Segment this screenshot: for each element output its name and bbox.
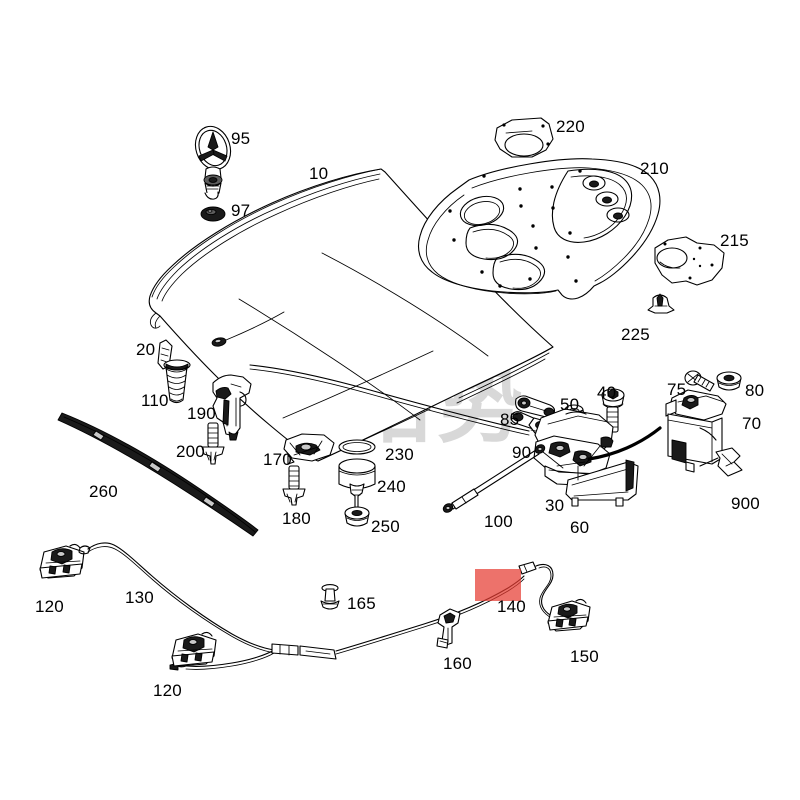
- callout-160: 160: [443, 654, 472, 673]
- callout-230: 230: [385, 445, 414, 464]
- callout-85: 85: [500, 410, 520, 429]
- part-165-retaining-pin: [320, 584, 340, 610]
- part-150-latch-front: [547, 598, 591, 632]
- callout-260: 260: [89, 482, 118, 501]
- callout-240: 240: [377, 477, 406, 496]
- part-70-release-actuator: [665, 389, 727, 473]
- part-120-latch-upper: [39, 543, 85, 579]
- latch-to-actuator-cable: [587, 426, 662, 461]
- part-95-star-emblem: [194, 125, 232, 200]
- callout-40: 40: [597, 383, 617, 402]
- callout-215: 215: [720, 231, 749, 250]
- callout-80: 80: [745, 381, 765, 400]
- callout-165: 165: [347, 594, 376, 613]
- part-230-rubber-ring: [338, 439, 376, 455]
- callout-90: 90: [512, 443, 532, 462]
- callout-97: 97: [231, 201, 251, 220]
- callout-50: 50: [560, 395, 580, 414]
- part-97-grommet: [200, 206, 226, 222]
- callout-190: 190: [187, 404, 216, 423]
- callout-100: 100: [484, 512, 513, 531]
- part-220-insulation-pad-upper: [494, 117, 554, 158]
- part-225-insulation-clip: [647, 293, 675, 314]
- part-250-lock-nut: [344, 506, 370, 527]
- callout-10: 10: [309, 164, 329, 183]
- part-200-expansion-rivet: [201, 422, 225, 465]
- part-210-insulation-mat: [417, 158, 661, 300]
- part-190-hinge-bracket: [212, 374, 252, 441]
- highlight-marker-140: [475, 569, 521, 601]
- part-110-coil-spring: [163, 359, 191, 404]
- part-900-bracket-tab: [699, 447, 743, 477]
- callout-150: 150: [570, 647, 599, 666]
- callout-180: 180: [282, 509, 311, 528]
- callout-170: 170: [263, 450, 292, 469]
- part-170-striker-plate: [283, 433, 335, 465]
- callout-250: 250: [371, 517, 400, 536]
- callout-210: 210: [640, 159, 669, 178]
- callout-220: 220: [556, 117, 585, 136]
- part-160-cable-clip: [436, 608, 461, 649]
- callout-900: 900: [731, 494, 760, 513]
- part-260-hood-seal: [57, 412, 259, 537]
- part-100-gas-strut: [442, 444, 546, 513]
- callout-75: 75: [667, 380, 687, 399]
- callout-200: 200: [176, 442, 205, 461]
- part-180-screw-washer: [282, 465, 306, 506]
- part-60-latch-cover: [565, 459, 639, 507]
- callout-120-upper: 120: [35, 597, 64, 616]
- callout-120-lower: 120: [153, 681, 182, 700]
- upper-cable-run: [249, 364, 530, 436]
- callout-225: 225: [621, 325, 650, 344]
- callout-70: 70: [742, 414, 762, 433]
- callout-20: 20: [136, 340, 156, 359]
- callout-60: 60: [570, 518, 590, 537]
- callout-140: 140: [497, 597, 526, 616]
- callout-95: 95: [231, 129, 251, 148]
- part-130-release-cable: [78, 542, 337, 671]
- callout-30: 30: [545, 496, 565, 515]
- part-120-latch-lower: [171, 631, 217, 667]
- callout-110: 110: [141, 391, 169, 410]
- part-240-rubber-buffer: [338, 458, 376, 509]
- part-80-flange-nut: [716, 371, 742, 391]
- callout-130: 130: [125, 588, 154, 607]
- part-215-insulation-pad-lower: [654, 236, 725, 286]
- part-75-pan-screw: [684, 370, 715, 392]
